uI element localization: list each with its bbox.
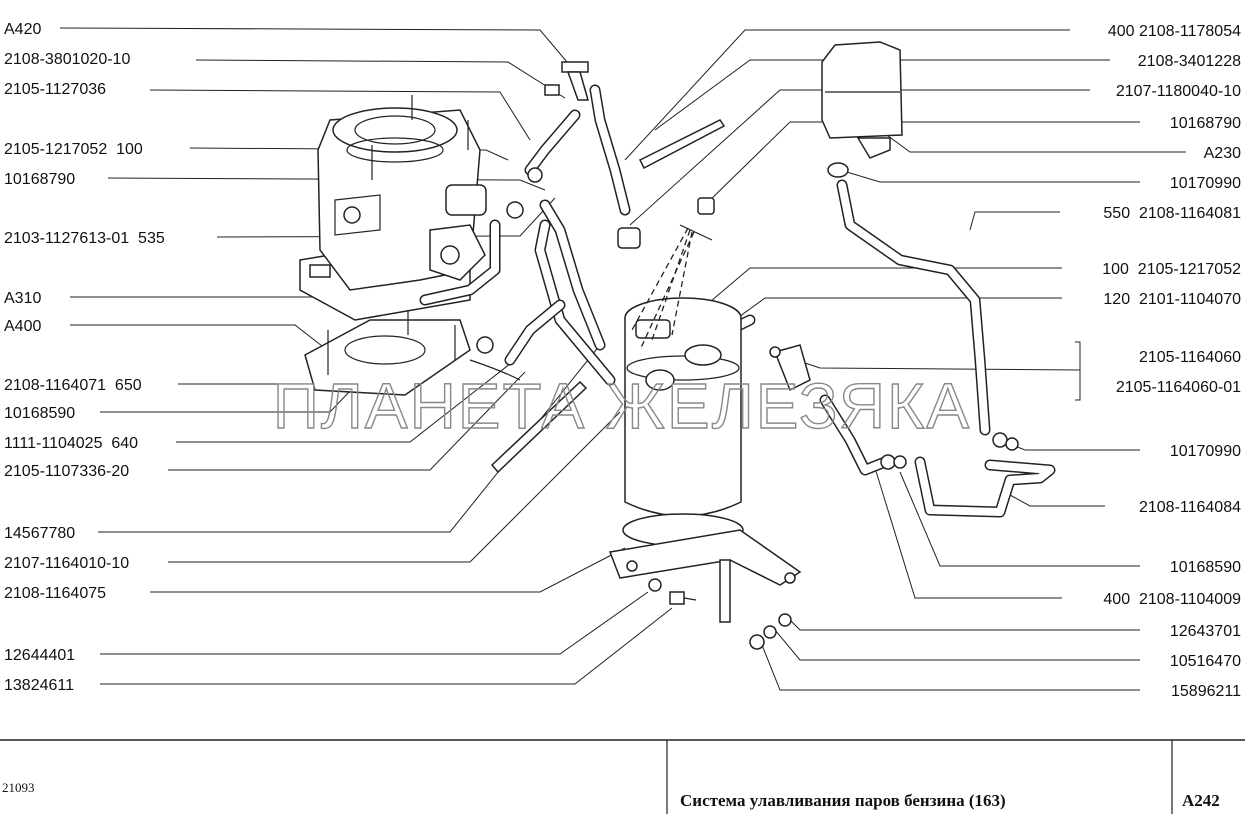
label-right-2105-1164060-01: 2105-1164060-01 <box>1116 379 1241 396</box>
hoses <box>419 84 1056 518</box>
tee-fitting <box>544 61 589 101</box>
label-right-10170990-b: 10170990 <box>1170 443 1241 460</box>
dashed-assembly-lines <box>631 224 713 351</box>
label-left-2103-1127613: 2103-1127613-01 535 <box>4 230 165 247</box>
label-right-2108-3401228: 2108-3401228 <box>1138 53 1241 70</box>
title-block-title: Система улавливания паров бензина (163) <box>680 791 1006 810</box>
label-right-2105-1164060: 2105-1164060 <box>1139 349 1241 366</box>
label-left-a400: A400 <box>4 318 41 335</box>
label-right-2108-1164081: 550 2108-1164081 <box>1103 205 1241 222</box>
label-right-2108-1104009: 400 2108-1104009 <box>1103 591 1241 608</box>
label-left-2105-1127036: 2105-1127036 <box>4 81 106 98</box>
label-right-2108-1178054: 400 2108-1178054 <box>1108 23 1241 40</box>
label-right-2101-1104070: 120 2101-1104070 <box>1103 291 1241 308</box>
label-right-10168790: 10168790 <box>1170 115 1241 132</box>
title-block-code: A242 <box>1182 791 1220 810</box>
reservoir <box>821 41 903 178</box>
label-left-2105-1107336: 2105-1107336-20 <box>4 463 129 480</box>
valves <box>617 197 811 392</box>
label-left-1111-1104025: 1111-1104025 640 <box>4 435 138 452</box>
title-block-model: 21093 <box>2 780 35 795</box>
fasteners <box>506 167 1019 650</box>
label-left-2108-1164075: 2108-1164075 <box>4 585 106 602</box>
label-right-10168590: 10168590 <box>1170 559 1241 576</box>
right-labels: 400 2108-1178054 2108-3401228 2107-11800… <box>1102 23 1241 700</box>
watermark: ПЛАНЕТА ЖЕЛЕЗЯКА <box>273 370 971 442</box>
carburetor <box>299 95 487 321</box>
canister <box>624 297 742 517</box>
label-left-2105-1217052: 2105-1217052 100 <box>4 141 143 158</box>
label-left-13824611: 13824611 <box>4 677 74 694</box>
label-left-12644401: 12644401 <box>4 647 75 664</box>
label-left-a420: A420 <box>4 21 41 38</box>
left-labels: A420 2108-3801020-10 2105-1127036 2105-1… <box>4 21 165 694</box>
label-left-10168790: 10168790 <box>4 171 75 188</box>
label-right-2107-1180040: 2107-1180040-10 <box>1116 83 1241 100</box>
label-right-2108-1164084: 2108-1164084 <box>1139 499 1241 516</box>
tie-straps <box>490 119 726 474</box>
label-left-2108-1164071: 2108-1164071 650 <box>4 377 142 394</box>
label-left-2108-3801020: 2108-3801020-10 <box>4 51 130 68</box>
label-right-10516470: 10516470 <box>1170 653 1241 670</box>
label-right-10170990: 10170990 <box>1170 175 1241 192</box>
title-block: 21093 Система улавливания паров бензина … <box>0 739 1245 814</box>
label-right-12643701: 12643701 <box>1170 623 1241 640</box>
label-left-a310: A310 <box>4 290 41 307</box>
label-left-14567780: 14567780 <box>4 525 75 542</box>
leader-lines <box>59 27 1186 691</box>
gasket-plate <box>304 310 521 396</box>
label-right-a230: A230 <box>1204 145 1241 162</box>
label-right-15896211: 15896211 <box>1171 683 1241 700</box>
label-right-2105-1217052: 100 2105-1217052 <box>1102 261 1241 278</box>
mounting-bracket <box>608 513 802 623</box>
label-left-2107-1164010: 2107-1164010-10 <box>4 555 129 572</box>
label-left-10168590: 10168590 <box>4 405 75 422</box>
